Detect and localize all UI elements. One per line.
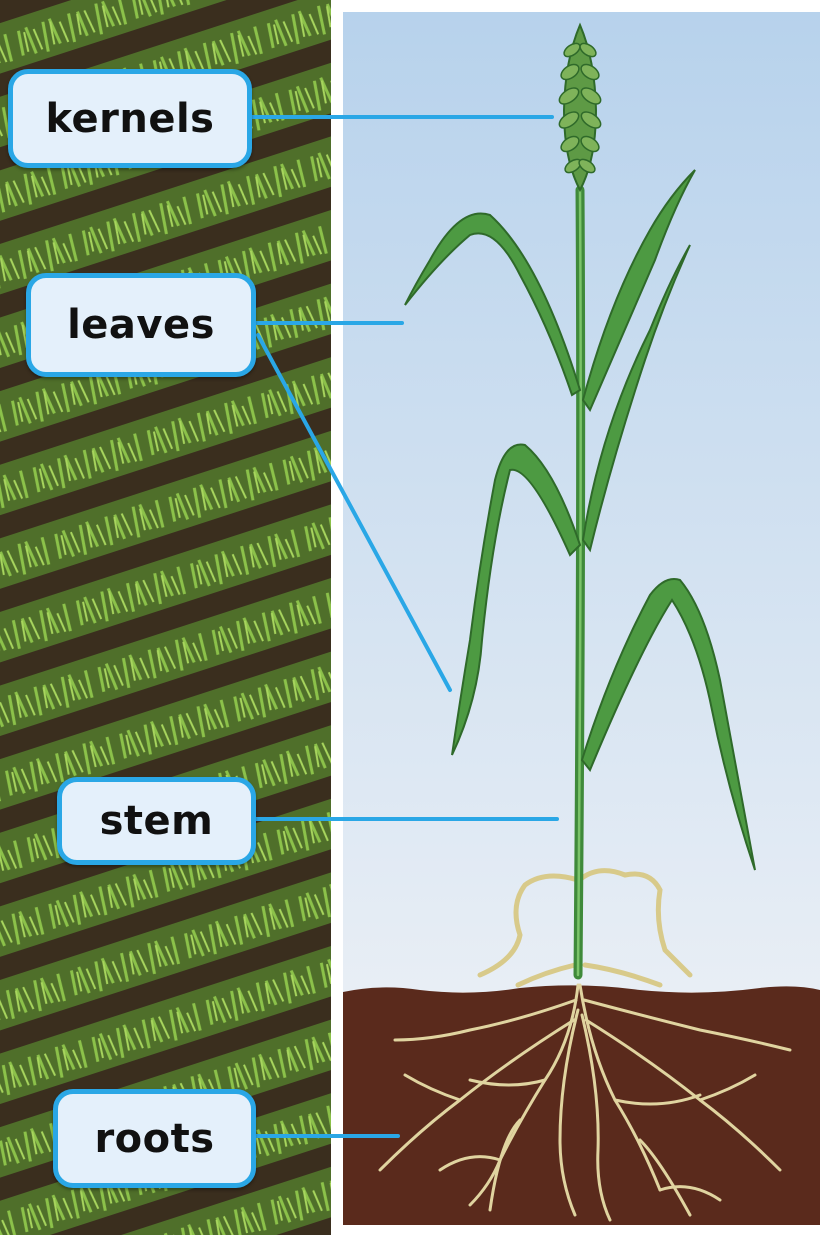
label-stem: stem [57, 777, 256, 865]
label-roots: roots [53, 1089, 256, 1188]
soil [343, 985, 820, 1225]
label-kernels: kernels [8, 69, 252, 168]
label-leaves: leaves [26, 273, 256, 377]
